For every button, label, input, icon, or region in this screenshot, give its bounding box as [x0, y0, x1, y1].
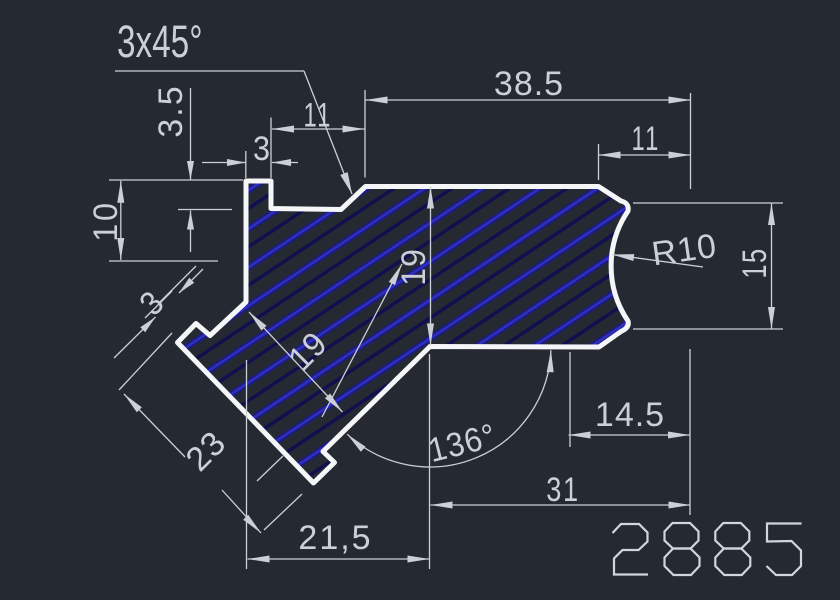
svg-text:R10: R10	[649, 227, 719, 274]
svg-text:38.5: 38.5	[494, 65, 564, 103]
svg-text:14.5: 14.5	[595, 396, 665, 434]
svg-text:3: 3	[253, 130, 271, 168]
svg-text:10: 10	[87, 200, 125, 242]
svg-text:3x45°: 3x45°	[117, 17, 203, 67]
svg-text:3.5: 3.5	[152, 84, 190, 137]
svg-text:21,5: 21,5	[298, 519, 372, 557]
svg-text:15: 15	[737, 247, 774, 278]
svg-text:11: 11	[304, 96, 333, 134]
svg-text:19: 19	[395, 248, 433, 286]
svg-text:31: 31	[546, 470, 579, 509]
svg-text:11: 11	[632, 120, 661, 158]
